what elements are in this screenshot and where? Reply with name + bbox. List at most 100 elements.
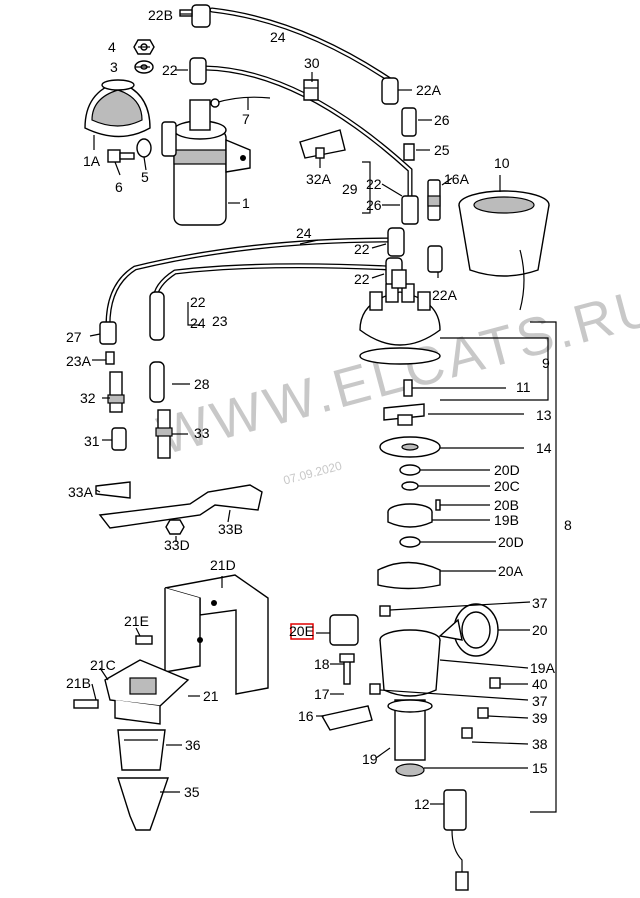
- watermark-date: 07.09.2020: [282, 458, 344, 487]
- label-19B: 19B: [494, 512, 519, 528]
- label-20: 20: [532, 622, 548, 638]
- label-24: 24: [270, 29, 286, 45]
- label-30: 30: [304, 55, 320, 71]
- connector-26-mid: [401, 195, 419, 225]
- holder-32A: [299, 129, 346, 159]
- label-20D-2: 20D: [498, 534, 524, 550]
- label-1A: 1A: [83, 153, 101, 169]
- screw-21E: [135, 635, 153, 645]
- label-3: 3: [110, 59, 118, 75]
- label-20C: 20C: [494, 478, 520, 494]
- label-10: 10: [494, 155, 510, 171]
- label-19A: 19A: [530, 660, 556, 676]
- ring-20D: [399, 464, 421, 476]
- plug-33: [155, 409, 173, 459]
- label-7: 7: [242, 111, 250, 127]
- connector-22-mid1: [387, 227, 405, 257]
- label-14: 14: [536, 440, 552, 456]
- connector-22-top: [189, 57, 207, 85]
- label-33A: 33A: [68, 484, 94, 500]
- plug-12: [443, 789, 469, 891]
- sensor-20A: [377, 561, 441, 590]
- label-8: 8: [564, 517, 572, 533]
- boot-28: [149, 361, 165, 403]
- label-22A: 22A: [416, 82, 442, 98]
- label-22: 22: [162, 62, 178, 78]
- boot-22-24: [149, 291, 165, 341]
- label-24-group23: 24: [190, 315, 206, 331]
- label-31: 31: [84, 433, 100, 449]
- label-27: 27: [66, 329, 82, 345]
- label-29: 29: [342, 181, 358, 197]
- label-16: 16: [298, 708, 314, 724]
- screw-18: [339, 653, 355, 685]
- label-35: 35: [184, 784, 200, 800]
- label-6: 6: [115, 179, 123, 195]
- label-22-mid2: 22: [354, 271, 370, 287]
- label-24-mid: 24: [296, 225, 312, 241]
- plug-32: [107, 371, 125, 413]
- washer-5: [136, 138, 152, 158]
- label-22-mid1: 22: [354, 241, 370, 257]
- label-21: 21: [203, 688, 219, 704]
- connector-22A-mid: [427, 245, 443, 273]
- label-9: 9: [542, 355, 550, 371]
- nut-33D: [165, 519, 185, 535]
- label-12: 12: [414, 796, 430, 812]
- bracket-33B: [98, 484, 263, 529]
- vacuum-unit-20: [438, 603, 499, 657]
- label-21C: 21C: [90, 657, 116, 673]
- label-26: 26: [434, 112, 450, 128]
- carbon-brush-11: [403, 379, 413, 397]
- label-19: 19: [362, 751, 378, 767]
- label-28: 28: [194, 376, 210, 392]
- plug-33A: [95, 481, 131, 499]
- label-1: 1: [242, 195, 250, 211]
- label-4: 4: [108, 39, 116, 55]
- label-26-group29: 26: [366, 197, 382, 213]
- label-16A: 16A: [444, 171, 470, 187]
- label-37: 37: [532, 595, 548, 611]
- connector-25: [403, 143, 415, 161]
- distributor-housing: [379, 629, 441, 777]
- label-13: 13: [536, 407, 552, 423]
- label-36: 36: [185, 737, 201, 753]
- part-labels: 22B 24 4 3 22 30 22A 26 25 7 1A 6 5 1 32…: [66, 7, 572, 812]
- coil-cap: [84, 79, 151, 138]
- pin-20B: [435, 499, 441, 511]
- label-17: 17: [314, 686, 330, 702]
- label-22-group29: 22: [366, 176, 382, 192]
- screw-21B: [73, 699, 99, 709]
- ignition-coil: [161, 99, 251, 226]
- screws-37-40-39-38: [369, 605, 501, 739]
- label-40: 40: [532, 676, 548, 692]
- dust-shield-10: [458, 190, 550, 311]
- sensor-20E: [329, 614, 359, 646]
- label-11: 11: [516, 379, 531, 395]
- label-5: 5: [141, 169, 149, 185]
- label-20E-highlight: [290, 623, 314, 640]
- label-21E: 21E: [124, 613, 149, 629]
- label-33D: 33D: [164, 537, 190, 553]
- label-38: 38: [532, 736, 548, 752]
- connector-36: [117, 729, 166, 771]
- label-20B: 20B: [494, 497, 519, 513]
- connector-26-top: [401, 107, 417, 137]
- label-21B: 21B: [66, 675, 91, 691]
- label-21D: 21D: [210, 557, 236, 573]
- ring-20C: [401, 481, 419, 491]
- label-23: 23: [212, 313, 228, 329]
- label-23A: 23A: [66, 353, 92, 369]
- label-33: 33: [194, 425, 210, 441]
- clip-30: [303, 79, 319, 101]
- label-39: 39: [532, 710, 548, 726]
- plug-connector-27: [99, 321, 117, 345]
- bolt-6: [107, 149, 135, 163]
- leader-lines: [89, 13, 557, 813]
- connector-22A-top: [381, 77, 399, 105]
- label-22A-mid: 22A: [432, 287, 458, 303]
- clamp-16: [320, 705, 373, 731]
- shield-14: [379, 436, 441, 458]
- ring-20D-2: [399, 536, 421, 548]
